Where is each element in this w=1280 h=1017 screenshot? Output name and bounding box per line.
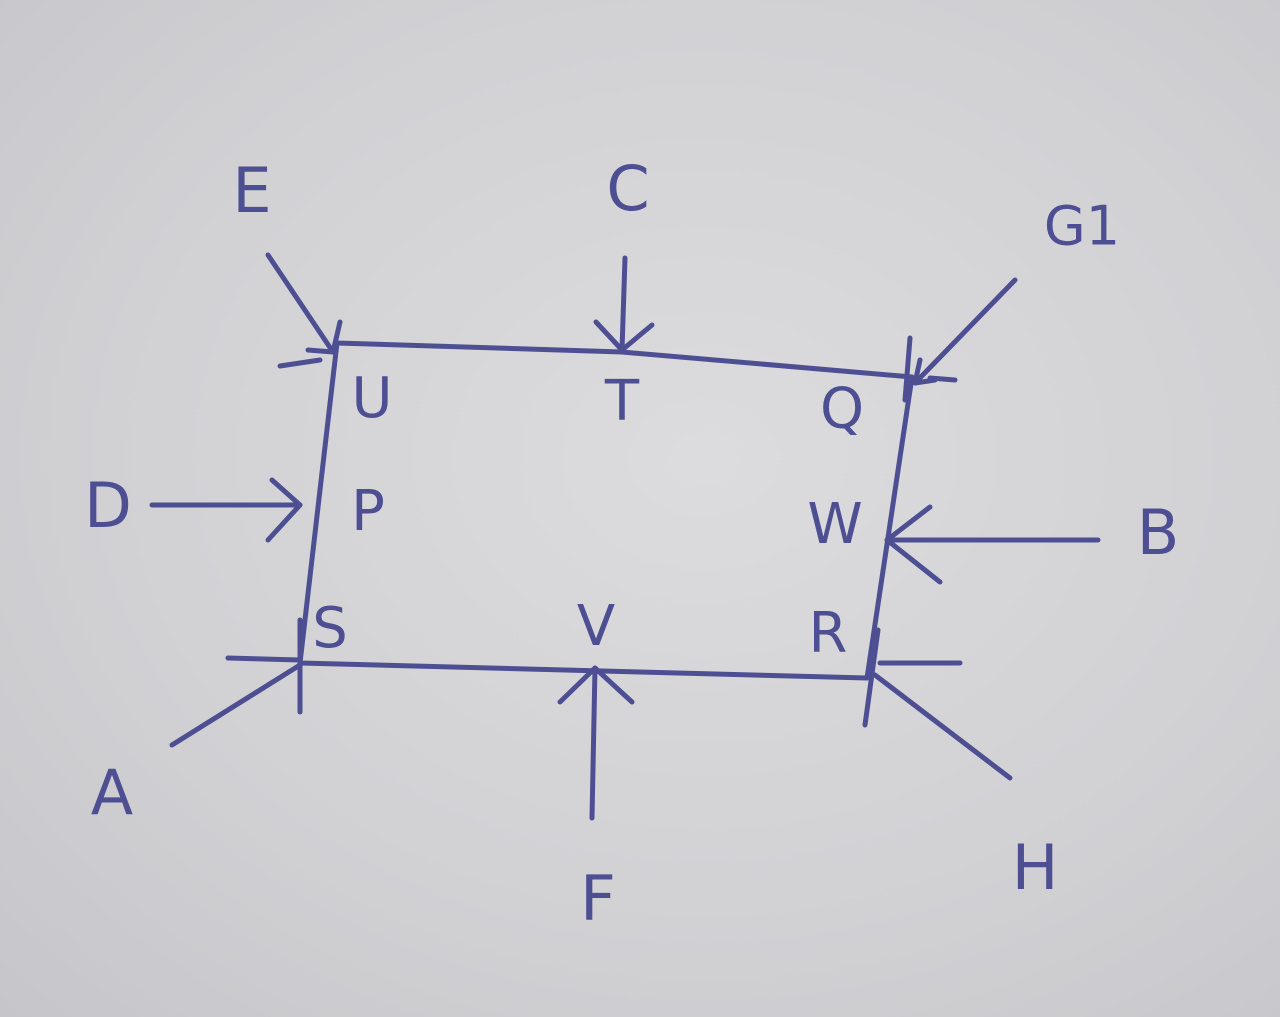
label-u: U bbox=[352, 366, 393, 431]
label-h: H bbox=[1012, 831, 1059, 904]
label-w: W bbox=[807, 492, 862, 557]
label-d: D bbox=[84, 469, 132, 542]
arrow-c bbox=[593, 255, 655, 353]
label-t: T bbox=[604, 369, 640, 434]
label-s: S bbox=[312, 596, 348, 661]
label-p: P bbox=[351, 479, 385, 544]
arrow-g bbox=[902, 277, 1018, 403]
label-v: V bbox=[577, 594, 615, 659]
rectangle-outline bbox=[297, 340, 915, 681]
arrow-a bbox=[169, 617, 303, 748]
label-q: Q bbox=[820, 377, 864, 442]
arrow-b bbox=[884, 504, 1101, 585]
arrow-h bbox=[862, 627, 1013, 781]
arrow-d bbox=[149, 477, 303, 543]
label-f: F bbox=[580, 862, 616, 935]
label-g: G1 bbox=[1044, 195, 1120, 258]
arrow-f bbox=[557, 665, 635, 821]
label-c: C bbox=[606, 152, 649, 225]
label-a: A bbox=[91, 756, 133, 829]
label-r: R bbox=[809, 601, 848, 666]
label-b: B bbox=[1137, 496, 1180, 569]
arrow-e bbox=[265, 252, 343, 369]
label-e: E bbox=[232, 154, 271, 227]
